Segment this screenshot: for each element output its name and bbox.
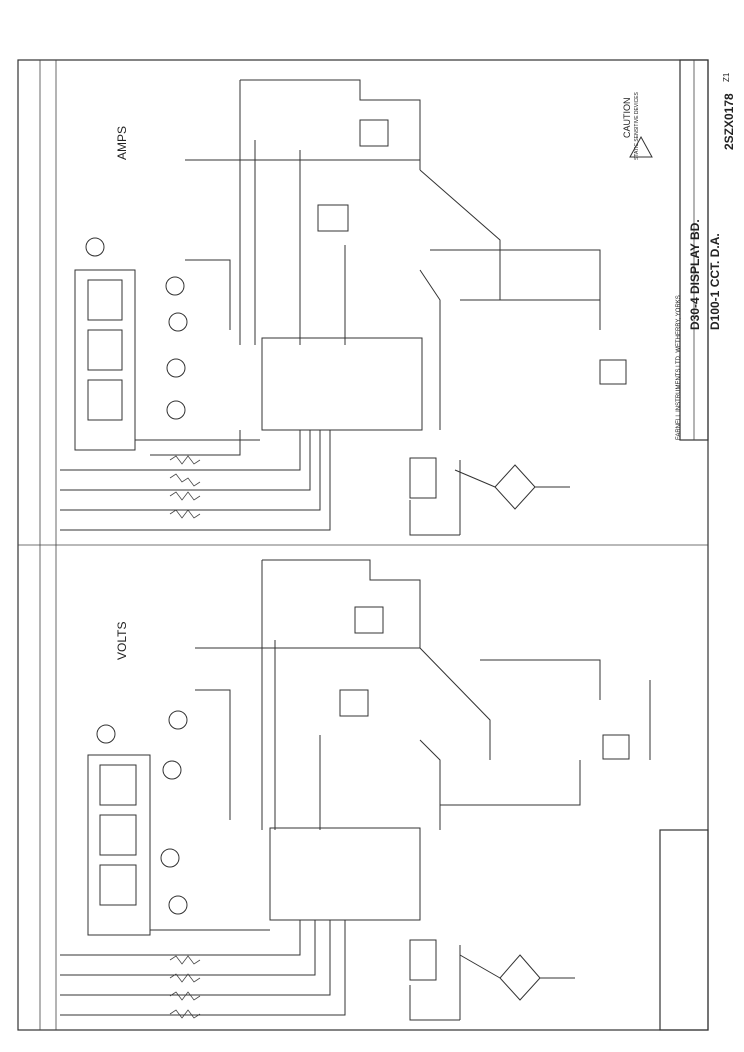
volts-resistor-bank bbox=[169, 955, 201, 1019]
amps-set-fsd-trimmer bbox=[359, 119, 389, 147]
volts-wiring bbox=[60, 559, 651, 1021]
amps-led-display bbox=[74, 269, 136, 451]
caution-heading: CAUTION bbox=[622, 97, 632, 139]
drawing-title-line2: D100-1 CCT. D.A. bbox=[708, 233, 722, 330]
amps-cal-trimmer bbox=[599, 359, 627, 385]
volts-set-zero-trimmer bbox=[339, 689, 369, 717]
drawing-title-line1: D30-4 DISPLAY BD. bbox=[688, 219, 702, 330]
esd-warning-icon bbox=[629, 135, 653, 158]
issue-mark: Z1 bbox=[722, 72, 731, 82]
ic4-adc-amps bbox=[261, 337, 423, 431]
ic5-regulator bbox=[409, 457, 437, 499]
volts-bridge-rectifier bbox=[499, 954, 541, 1001]
ic3-adc-volts bbox=[269, 827, 421, 921]
amps-section-label: AMPS bbox=[115, 125, 129, 160]
drawing-number: 2SZX0178 bbox=[722, 93, 736, 150]
amps-set-zero-trimmer bbox=[317, 204, 349, 232]
amps-resistor-bank bbox=[169, 455, 201, 519]
volts-led-display bbox=[87, 754, 151, 936]
volts-transistors bbox=[96, 710, 188, 915]
volts-cal-trimmer bbox=[602, 734, 630, 760]
revision-block bbox=[659, 829, 709, 1031]
volts-set-fsd-trimmer bbox=[354, 606, 384, 634]
amps-transistors bbox=[85, 237, 188, 420]
company-name: FARNELL INSTRUMENTS LTD. WETHERBY, YORKS bbox=[676, 295, 682, 440]
amps-wiring bbox=[60, 79, 601, 536]
ic1-regulator bbox=[409, 939, 437, 981]
amps-bridge-rectifier bbox=[494, 464, 536, 510]
volts-section-label: VOLTS bbox=[115, 621, 129, 660]
